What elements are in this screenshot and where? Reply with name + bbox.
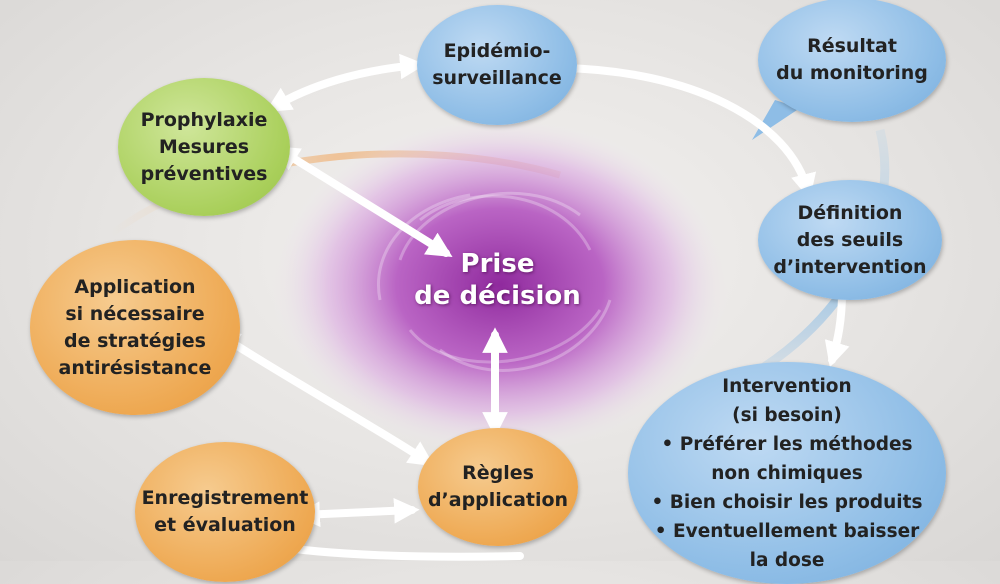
node-resultat-label: Résultat du monitoring	[776, 35, 928, 84]
node-prophylaxie-label: Prophylaxie Mesures préventives	[140, 108, 268, 185]
arrow-epidemio-prophylaxie	[265, 53, 426, 112]
node-prophylaxie: Prophylaxie Mesures préventives	[118, 78, 290, 216]
node-enregistrement-label: Enregistrement et évaluation	[141, 487, 309, 536]
arrow-epidemio-definition	[556, 64, 817, 200]
arrow-enregistrement-regles	[294, 498, 420, 527]
arrow-application-regles	[213, 330, 435, 467]
node-application-strategies: Application si nécessaire de stratégies …	[30, 240, 240, 415]
node-application-label: Application si nécessaire de stratégies …	[58, 275, 212, 379]
node-regles-label: Règles d’application	[427, 462, 569, 511]
node-definition-seuils: Définition des seuils d’intervention	[758, 180, 942, 300]
node-definition-label: Définition des seuils d’intervention	[773, 201, 927, 278]
arrow-prophylaxie-decision	[273, 145, 453, 258]
diagram-canvas	[107, 53, 890, 561]
node-enregistrement-evaluation: Enregistrement et évaluation	[135, 442, 315, 582]
node-resultat-monitoring: Résultat du monitoring	[758, 0, 946, 122]
node-epidemio-surveillance: Epidémio- surveillance	[417, 5, 577, 125]
decision-center-label: Prise de décision	[414, 249, 581, 311]
node-intervention-label: Intervention (si besoin) • Préférer les …	[651, 375, 923, 571]
node-epidemio-label: Epidémio- surveillance	[432, 40, 562, 89]
node-intervention: Intervention (si besoin) • Préférer les …	[628, 362, 946, 584]
arrow-bottom-return	[260, 535, 524, 561]
node-regles-application: Règles d’application	[418, 428, 578, 546]
